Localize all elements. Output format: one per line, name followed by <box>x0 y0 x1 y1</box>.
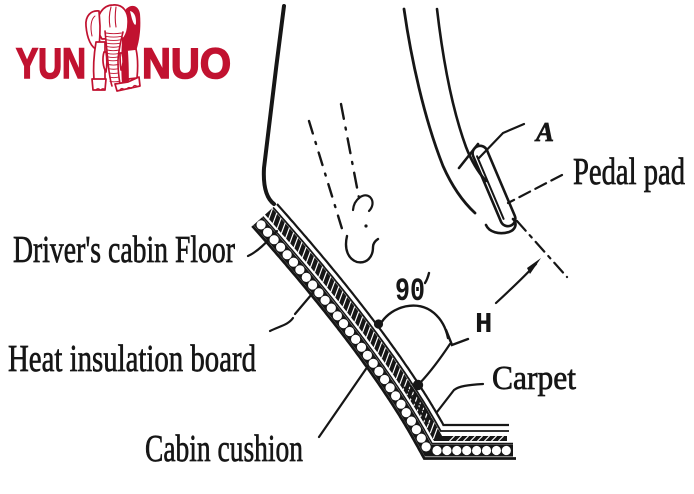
svg-text:Heat insulation board: Heat insulation board <box>8 338 256 380</box>
svg-text:Pedal pad: Pedal pad <box>573 151 685 193</box>
svg-text:Carpet: Carpet <box>492 360 577 397</box>
svg-text:YUN: YUN <box>16 40 86 88</box>
svg-text:Cabin cushion: Cabin cushion <box>145 428 303 470</box>
svg-text:90: 90 <box>395 273 425 310</box>
svg-text:NUO: NUO <box>142 40 231 88</box>
svg-text:A: A <box>534 117 554 147</box>
svg-text:H: H <box>475 308 492 341</box>
svg-text:Driver's cabin Floor: Driver's cabin Floor <box>13 229 235 271</box>
